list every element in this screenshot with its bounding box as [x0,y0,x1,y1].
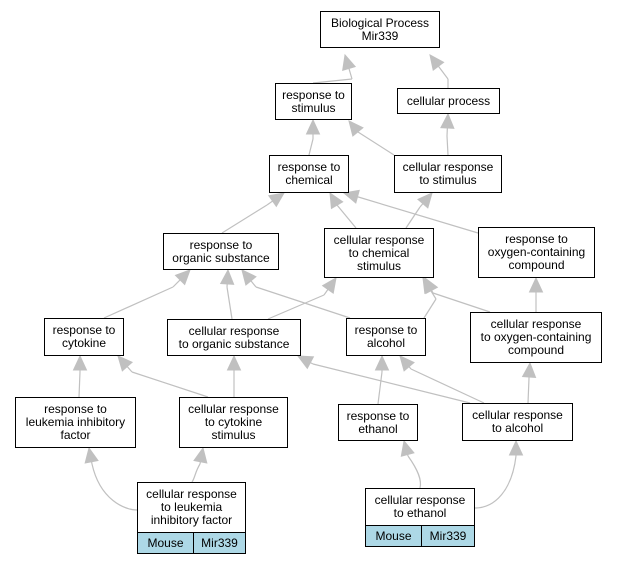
edge-line [221,204,268,234]
edge-arrowhead [342,53,357,71]
edge-arrowhead [342,189,360,204]
edge-arrowhead [305,118,321,135]
node-cellular-response-to-chemical-stimulus[interactable]: cellular response to chemical stimulus [324,228,434,278]
edge-arrowhead [226,354,242,371]
edge-arrowhead [329,191,344,210]
edge-arrowhead [267,192,285,208]
edge-line [354,195,479,234]
edge-arrowhead [521,361,537,378]
edge-line [131,371,209,398]
node-cellular-response-to-leukemia-inhibitory-factor[interactable]: cellular response to leukemia inhibitory… [137,482,246,533]
edge-arrowhead [422,276,437,295]
node-cellular-response-to-cytokine-stimulus[interactable]: cellular response to cytokine stimulus [179,397,288,448]
species-tag-mouse: Mouse [365,525,422,547]
node-cellular-response-to-ethanol[interactable]: cellular response to ethanol [365,488,475,526]
edge-line [191,463,201,483]
edge-arrowhead [374,354,390,371]
node-biological-process[interactable]: Biological Process Mir339 [320,11,440,48]
edge-line [91,463,138,511]
gene-tag-mir339: Mir339 [421,525,475,547]
edge-arrowhead [321,277,337,295]
edge-arrowhead [348,120,364,137]
edge-line [405,206,421,229]
gene-tag-mir339: Mir339 [193,532,246,554]
node-response-to-cytokine[interactable]: response to cytokine [44,318,124,356]
node-response-to-chemical[interactable]: response to chemical [269,155,349,193]
node-response-to-alcohol[interactable]: response to alcohol [346,318,426,356]
edge-arrowhead [528,276,544,293]
edge-line [357,131,395,156]
edge-arrowhead [84,446,99,464]
edge-line [78,371,81,398]
edge-arrowhead [193,446,208,464]
edge-line [336,204,357,229]
edge-line [407,455,422,489]
edge-line [312,78,353,84]
node-response-to-leukemia-inhibitory-factor[interactable]: response to leukemia inhibitory factor [15,397,136,448]
edge-line [446,135,449,156]
edge-line [103,286,174,319]
node-response-to-stimulus[interactable]: response to stimulus [275,83,352,120]
node-cellular-response-to-alcohol[interactable]: cellular response to alcohol [462,403,573,441]
edge-arrowhead [440,112,455,129]
node-cellular-response-to-oxygen-containing-compound[interactable]: cellular response to oxygen-containing c… [470,312,602,363]
node-response-to-oxygen-containing-compound[interactable]: response to oxygen-containing compound [478,227,595,278]
node-response-to-organic-substance[interactable]: response to organic substance [163,233,279,270]
edge-connector [249,279,257,288]
edge-arrowhead [117,355,134,372]
edge-line [410,368,485,404]
edge-line [474,455,517,509]
edge-line [312,363,471,404]
node-response-to-ethanol[interactable]: response to ethanol [338,404,418,441]
edge-connector [348,67,353,80]
species-tag-mouse: Mouse [137,532,194,554]
edge-arrowhead [72,354,88,371]
edge-arrowhead [219,268,235,285]
node-cellular-response-to-organic-substance[interactable]: cellular response to organic substance [167,319,301,356]
edge-arrowhead [417,192,433,209]
node-cellular-response-to-stimulus[interactable]: cellular response to stimulus [394,155,502,193]
edge-arrowhead [296,355,315,370]
edge-connector [437,65,449,80]
edge-arrowhead [174,269,191,286]
edge-connector [172,278,182,288]
edge-arrowhead [508,439,524,456]
edge-line [377,371,383,405]
edge-arrowhead [241,269,257,286]
edge-line [226,286,233,320]
edge-line [255,286,351,319]
edge-arrowhead [429,54,445,71]
edge-line [423,298,437,319]
edge-line [527,377,530,404]
edge-arrowhead [399,355,415,372]
edge-line [308,138,314,156]
edge-line [432,292,491,313]
edge-connector [429,288,437,300]
edge-line [267,294,325,320]
edge-arrowhead [400,439,415,457]
node-cellular-process[interactable]: cellular process [397,88,500,114]
